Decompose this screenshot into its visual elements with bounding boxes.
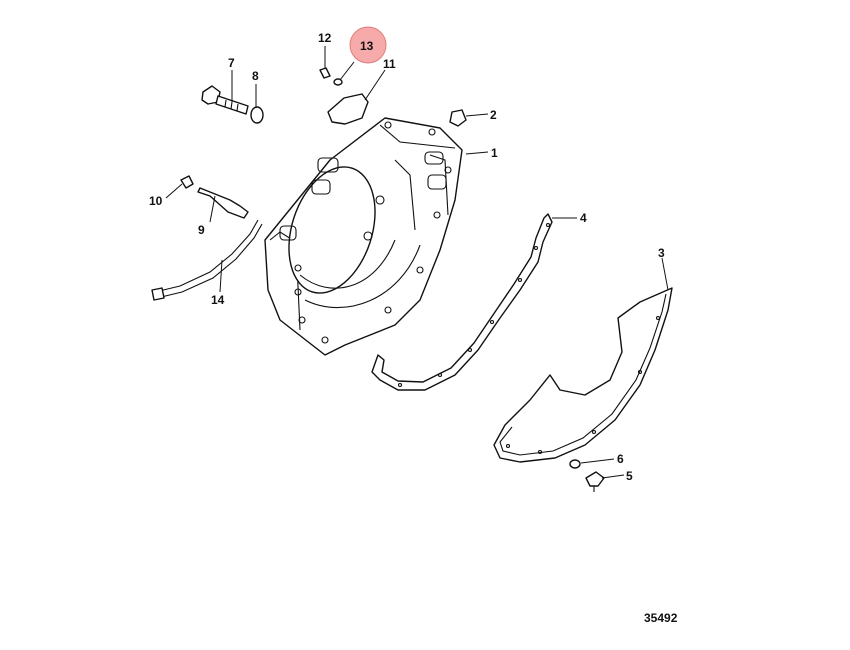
fitting-9 (197, 187, 249, 219)
bolt-5 (585, 471, 605, 492)
callout-1: 1 (491, 146, 498, 160)
washer-13 (333, 78, 343, 86)
callout-14: 14 (211, 293, 225, 307)
callout-4: 4 (580, 211, 587, 225)
flywheel-housing (264, 117, 463, 356)
plug-2 (449, 109, 467, 127)
nut-10 (180, 175, 194, 189)
callout-2: 2 (490, 108, 497, 122)
washer-8 (250, 106, 264, 124)
washer-6 (569, 459, 581, 469)
callout-13: 13 (360, 39, 374, 53)
cover-plate (493, 287, 673, 463)
hose-14 (151, 219, 263, 301)
gasket (371, 213, 553, 391)
callout-5: 5 (626, 469, 633, 483)
callout-6: 6 (617, 452, 624, 466)
callout-13-highlight (349, 26, 387, 64)
access-cover-11 (327, 93, 369, 125)
callout-7: 7 (228, 56, 235, 70)
screw-12 (319, 67, 331, 79)
callout-10: 10 (149, 194, 163, 208)
bolt-7 (201, 85, 249, 115)
diagram-reference-id: 35492 (644, 611, 678, 625)
callout-9: 9 (198, 223, 205, 237)
callout-12: 12 (318, 31, 332, 45)
callout-3: 3 (658, 246, 665, 260)
callout-11: 11 (383, 57, 396, 71)
leader-lines (165, 46, 669, 479)
callout-8: 8 (252, 69, 259, 83)
